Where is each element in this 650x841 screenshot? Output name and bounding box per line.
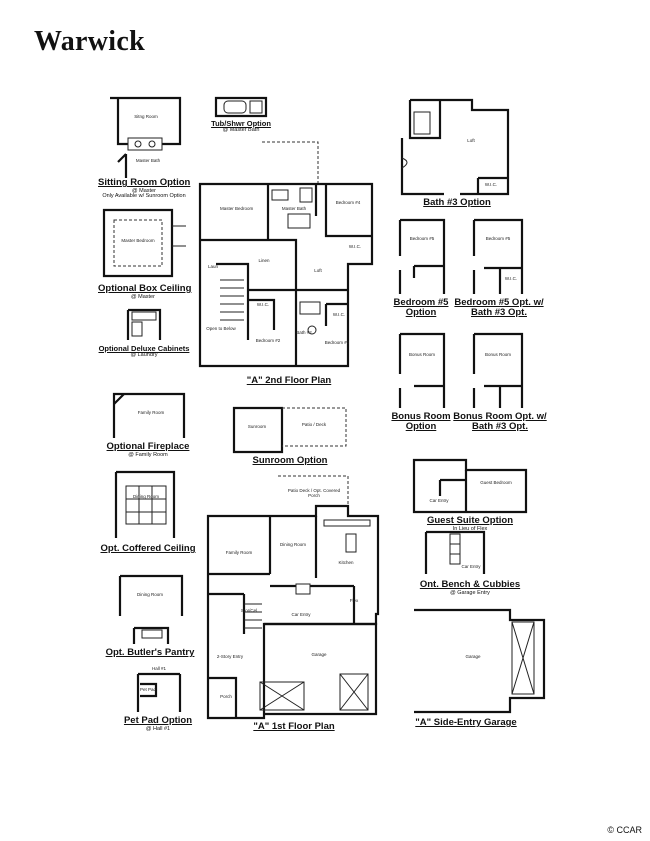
first-family-room: Family Room [225,550,253,555]
pet-hall-label: Hall #1 [151,666,166,671]
bedroom5b-wic: W.I.C. [504,276,518,281]
second-bedroom2: Bedroom #2 [255,338,281,343]
second-master-bedroom: Master Bedroom [220,206,254,211]
bath3-option-label: Bath #3 Option [423,197,491,208]
side-garage-label: Garage [465,654,481,659]
first-floor-plan: Family Room Dining Room Kitchen Patio De… [204,474,382,720]
second-wic-b: W.I.C. [348,244,362,249]
second-floor-label: "A" 2nd Floor Plan [246,375,332,386]
bedroom5-bath-option-label: Bedroom #5 Opt. w/ Bath #3 Opt. [454,297,544,318]
tub-shower-option-sub: @ Master Bath [222,127,260,133]
first-porch: Porch [220,694,232,699]
bonus-room-b-label: Bonus Room [484,352,511,357]
first-kitchen: Kitchen [338,560,354,565]
bedroom5-option-plan: Bedroom #5 [394,216,450,296]
bench-cubbies-plan: Car Entry [422,528,502,576]
second-laun: Laun [207,264,218,269]
second-bath2: Bath #2 [296,330,312,335]
fireplace-sub: @ Family Room [128,452,168,458]
bonus-room-bath-plan: Bonus Room [470,330,526,410]
bench-cubbies-sub: @ Garage Entry [450,590,490,596]
bedroom5-bath-option-plan: Bedroom #5 W.I.C. [470,216,526,296]
first-stor: Stor/Cel [240,608,258,613]
second-wic-a: W.I.C. [256,302,270,307]
second-open-below: Open to Below [206,326,236,331]
box-ceiling-plan: Master Bedroom [100,206,188,282]
second-wic-c: W.I.C. [332,312,346,317]
sunroom-patio-label: Patio / Deck [301,422,327,427]
bath3-option-plan: Loft W.I.C. [400,98,510,196]
side-entry-garage-label: "A" Side-Entry Garage [415,717,517,728]
pet-pad-label: Pet Pad [140,687,157,692]
butlers-pantry-label: Opt. Butler's Pantry [105,647,195,658]
side-entry-garage-plan: Garage [410,606,546,714]
fireplace-plan: Family Room [110,390,186,440]
first-patio-opt: Patio Deck / Opt. Covered Porch [287,488,341,498]
deluxe-cabinets-label: Optional Deluxe Cabinets [98,344,190,353]
guest-suite-sub: In Lieu of Flex [452,526,488,532]
guest-suite-plan: Guest Bedroom Car Entry [410,456,530,514]
first-floor-label: "A" 1st Floor Plan [253,721,335,732]
bench-car-entry-label: Car Entry [461,564,481,569]
coffered-ceiling-plan: Dining Room [112,470,184,540]
sunroom-option-plan: Sunroom Patio / Deck [230,404,350,454]
second-loft: Loft [314,268,322,273]
bonus-room-option-label: Bonus Room Option [391,411,451,432]
bonus-room-label: Bonus Room [408,352,435,357]
sitting-room-option-plan: Sitng Room Master Bath [108,96,188,180]
box-ceiling-master-label: Master Bedroom [121,238,155,243]
pet-pad-option-label: Pet Pad Option [123,715,193,726]
fireplace-label: Optional Fireplace [106,441,190,452]
first-car-entry: Car Entry [291,612,311,617]
second-bedroom3: Bedroom #3 [324,340,350,345]
first-dining-room: Dining Room [279,542,306,547]
first-garage: Garage [311,652,327,657]
box-ceiling-sub: @ Master [131,294,155,300]
sitting-room-label: Sitng Room [134,114,158,119]
plan-title: Warwick [34,26,145,57]
sunroom-label: Sunroom [247,424,267,429]
second-master-bath: Master Bath [281,206,307,211]
bath3-wic-label: W.I.C. [484,182,498,187]
tub-shower-option-label: Tub/Shwr Option [211,119,271,128]
deluxe-cabinets-plan [124,306,164,342]
sitting-room-option-sub: @ Master [132,188,156,194]
box-ceiling-label: Optional Box Ceiling [98,283,192,294]
guest-car-entry-label: Car Entry [429,498,449,503]
bath3-loft-label: Loft [467,138,475,143]
copyright-mark: © CCAR [607,825,642,835]
master-bath-label: Master Bath [135,158,161,163]
guest-bedroom-label: Guest Bedroom [480,480,512,485]
sunroom-only-note: Only Available w/ Sunroom Option [102,193,186,199]
second-floor-plan: Master Bedroom Master Bath Bedroom #4 Lo… [196,140,378,376]
second-linen: Linen [258,258,270,263]
butlers-dining-label: Dining Room [136,592,163,597]
pet-pad-option-sub: @ Hall #1 [145,726,171,732]
coffered-ceiling-label: Opt. Coffered Ceiling [100,543,196,554]
bench-cubbies-label: Ont. Bench & Cubbies [419,579,521,590]
bonus-room-bath-label: Bonus Room Opt. w/ Bath #3 Opt. [453,411,547,432]
tub-shower-option-plan [214,96,268,118]
butlers-pantry-plan: Dining Room [116,572,186,646]
deluxe-cabinets-sub: @ Laundry [130,352,158,358]
first-flex: Flex [349,598,359,603]
coffered-dining-label: Dining Room [132,494,159,499]
bonus-room-option-plan: Bonus Room [394,330,450,410]
bedroom5-option-label: Bedroom #5 Option [393,297,449,318]
sitting-room-option-label: Sitting Room Option [98,177,191,188]
first-two-story-entry: 2-Story Entry [216,654,244,659]
bedroom5-label: Bedroom #5 [409,236,435,241]
bedroom5b-label: Bedroom #5 [485,236,511,241]
guest-suite-label: Guest Suite Option [426,515,514,526]
sunroom-option-label: Sunroom Option [252,455,328,466]
pet-pad-plan: Hall #1 Pet Pad [134,664,184,714]
fireplace-family-room: Family Room [137,410,165,415]
second-bedroom4: Bedroom #4 [335,200,361,205]
